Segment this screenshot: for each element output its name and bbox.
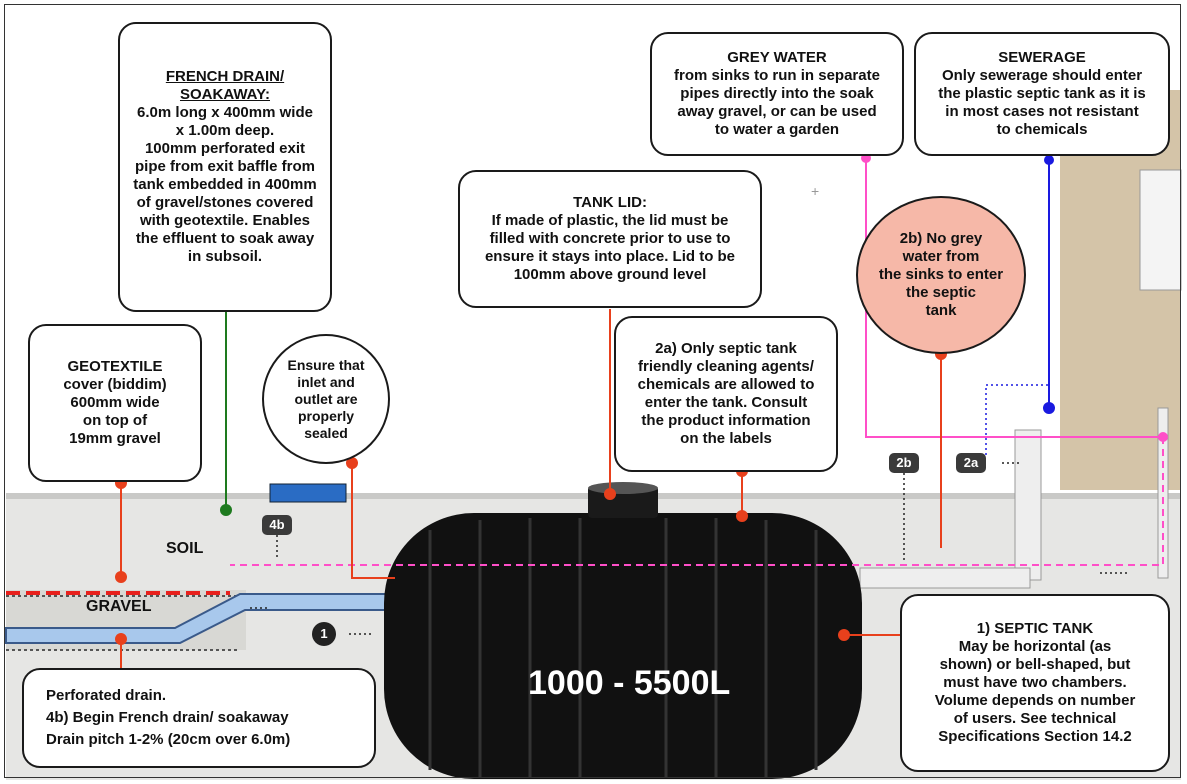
sewerage-line-3: in most cases not resistant	[945, 103, 1139, 120]
cleaning-agents-line-4: enter the tank. Consult	[644, 394, 808, 411]
marker-4b: 4b	[262, 515, 292, 535]
french-drain-line-8: the effluent to soak away	[135, 230, 315, 247]
marker-1: 1	[312, 622, 336, 646]
building-window	[1139, 169, 1182, 291]
french-drain-title-2: SOAKAWAY:	[179, 86, 270, 103]
grey-water-line-3: away gravel, or can be used	[677, 103, 877, 120]
tank-lid-line-2: filled with concrete prior to use to	[489, 230, 731, 247]
french-drain-line-3: 100mm perforated exit	[144, 140, 306, 157]
grey-water-pipe-dashed	[230, 437, 1164, 566]
septic-tank-callout: 1) SEPTIC TANK May be horizontal (as sho…	[900, 594, 1170, 772]
grey-water-line-1: from sinks to run in separate	[674, 67, 880, 84]
tank-lid-line-3: ensure it stays into place. Lid to be	[484, 248, 736, 265]
french-drain-callout: FRENCH DRAIN/ SOAKAWAY: 6.0m long x 400m…	[118, 22, 332, 312]
red-leaders	[120, 309, 942, 668]
marker-2b: 2b	[889, 453, 919, 473]
french-drain-title-1: FRENCH DRAIN/	[165, 68, 285, 85]
inspection-cover	[269, 483, 347, 503]
septic-tank-line-4: must have two chambers.	[943, 674, 1127, 691]
sewerage-line-2: the plastic septic tank as it is	[938, 85, 1146, 102]
sealed-line-1: Ensure that	[287, 356, 365, 373]
geotextile-line-4: on top of	[82, 412, 148, 429]
cleaning-agents-line-3: chemicals are allowed to	[637, 376, 815, 393]
cleaning-agents-line-1: 2a) Only septic tank	[655, 340, 797, 357]
inlet-pipe	[859, 567, 1031, 589]
septic-tank-line-7: Specifications Section 14.2	[938, 728, 1132, 745]
french-drain-line-7: with geotextile. Enables	[139, 212, 311, 229]
french-drain-line-5: tank embedded in 400mm	[133, 176, 317, 193]
geotextile-line-3: 600mm wide	[70, 394, 160, 411]
geotextile-line-1: GEOTEXTILE	[67, 358, 163, 375]
tank-lid-title: TANK LID:	[573, 194, 647, 211]
gravel-label: GRAVEL	[86, 598, 152, 615]
septic-tank-line-1: 1) SEPTIC TANK	[976, 620, 1094, 637]
septic-tank-line-3: shown) or bell-shaped, but	[939, 656, 1131, 673]
marker-2a: 2a	[956, 453, 986, 473]
french-drain-line-6: of gravel/stones covered	[136, 194, 314, 211]
vent-pipe-right	[1157, 407, 1169, 579]
sewerage-title: SEWERAGE	[998, 49, 1086, 66]
no-grey-water-line-1: 2b) No grey	[899, 230, 983, 247]
sealed-line-2: inlet and	[297, 373, 355, 390]
no-grey-water-line-3: the sinks to enter	[878, 266, 1004, 283]
perforated-drain-line-1: Perforated drain.	[46, 687, 167, 704]
sealed-line-4: properly	[297, 407, 354, 424]
no-grey-water-line-4: the septic	[905, 284, 977, 301]
grey-water-callout: GREY WATER from sinks to run in separate…	[650, 32, 904, 156]
grey-water-line-2: pipes directly into the soak	[680, 85, 874, 102]
tank-lid-line-1: If made of plastic, the lid must be	[491, 212, 729, 229]
geotextile-line-5: 19mm gravel	[69, 430, 161, 447]
cleaning-agents-line-6: on the labels	[680, 430, 772, 447]
septic-tank-line-5: Volume depends on number	[934, 692, 1136, 709]
no-grey-water-line-2: water from	[902, 248, 980, 265]
geotextile-callout: GEOTEXTILE cover (biddim) 600mm wide on …	[28, 324, 202, 482]
perforated-drain-line-3: Drain pitch 1-2% (20cm over 6.0m)	[46, 731, 291, 748]
cleaning-agents-line-5: the product information	[641, 412, 811, 429]
septic-tank-body	[384, 513, 862, 779]
geotextile-line-2: cover (biddim)	[63, 376, 167, 393]
french-drain-line-4: pipe from exit baffle from	[134, 158, 316, 175]
no-grey-water-callout: 2b) No grey water from the sinks to ente…	[856, 196, 1026, 354]
tank-lid-callout: TANK LID: If made of plastic, the lid mu…	[458, 170, 762, 308]
perforated-drain-line-2: 4b) Begin French drain/ soakaway	[46, 709, 289, 726]
no-grey-water-line-5: tank	[925, 302, 957, 319]
sealed-line-5: sealed	[304, 424, 348, 441]
sealed-callout: Ensure that inlet and outlet are properl…	[262, 334, 390, 464]
crosshair-mark: +	[811, 183, 819, 199]
tank-volume-label: 1000 - 5500L	[528, 664, 731, 702]
tank-lid-top	[588, 482, 658, 494]
sewerage-callout: SEWERAGE Only sewerage should enter the …	[914, 32, 1170, 156]
grey-water-title: GREY WATER	[727, 49, 827, 66]
soil-label: SOIL	[166, 540, 204, 557]
french-drain-line-1: 6.0m long x 400mm wide	[137, 104, 313, 121]
septic-tank-line-2: May be horizontal (as	[958, 638, 1112, 655]
marker-leaders	[250, 462, 1130, 635]
sealed-line-3: outlet are	[294, 390, 358, 407]
vent-pipe	[1014, 429, 1042, 581]
sewerage-line-4: to chemicals	[996, 121, 1088, 138]
french-drain-line-2: x 1.00m deep.	[175, 122, 275, 139]
sewerage-line-1: Only sewerage should enter	[941, 67, 1143, 84]
septic-tank-line-6: of users. See technical	[953, 710, 1117, 727]
grey-water-line-4: to water a garden	[714, 121, 840, 138]
cleaning-agents-callout: 2a) Only septic tank friendly cleaning a…	[614, 316, 838, 472]
sewerage-dotted	[985, 384, 1049, 455]
cleaning-agents-line-2: friendly cleaning agents/	[638, 358, 814, 375]
tank-lid-line-4: 100mm above ground level	[513, 266, 707, 283]
french-drain-line-9: in subsoil.	[187, 248, 263, 265]
perforated-drain-callout: Perforated drain. 4b) Begin French drain…	[22, 668, 376, 768]
tank-ribs	[428, 518, 818, 778]
